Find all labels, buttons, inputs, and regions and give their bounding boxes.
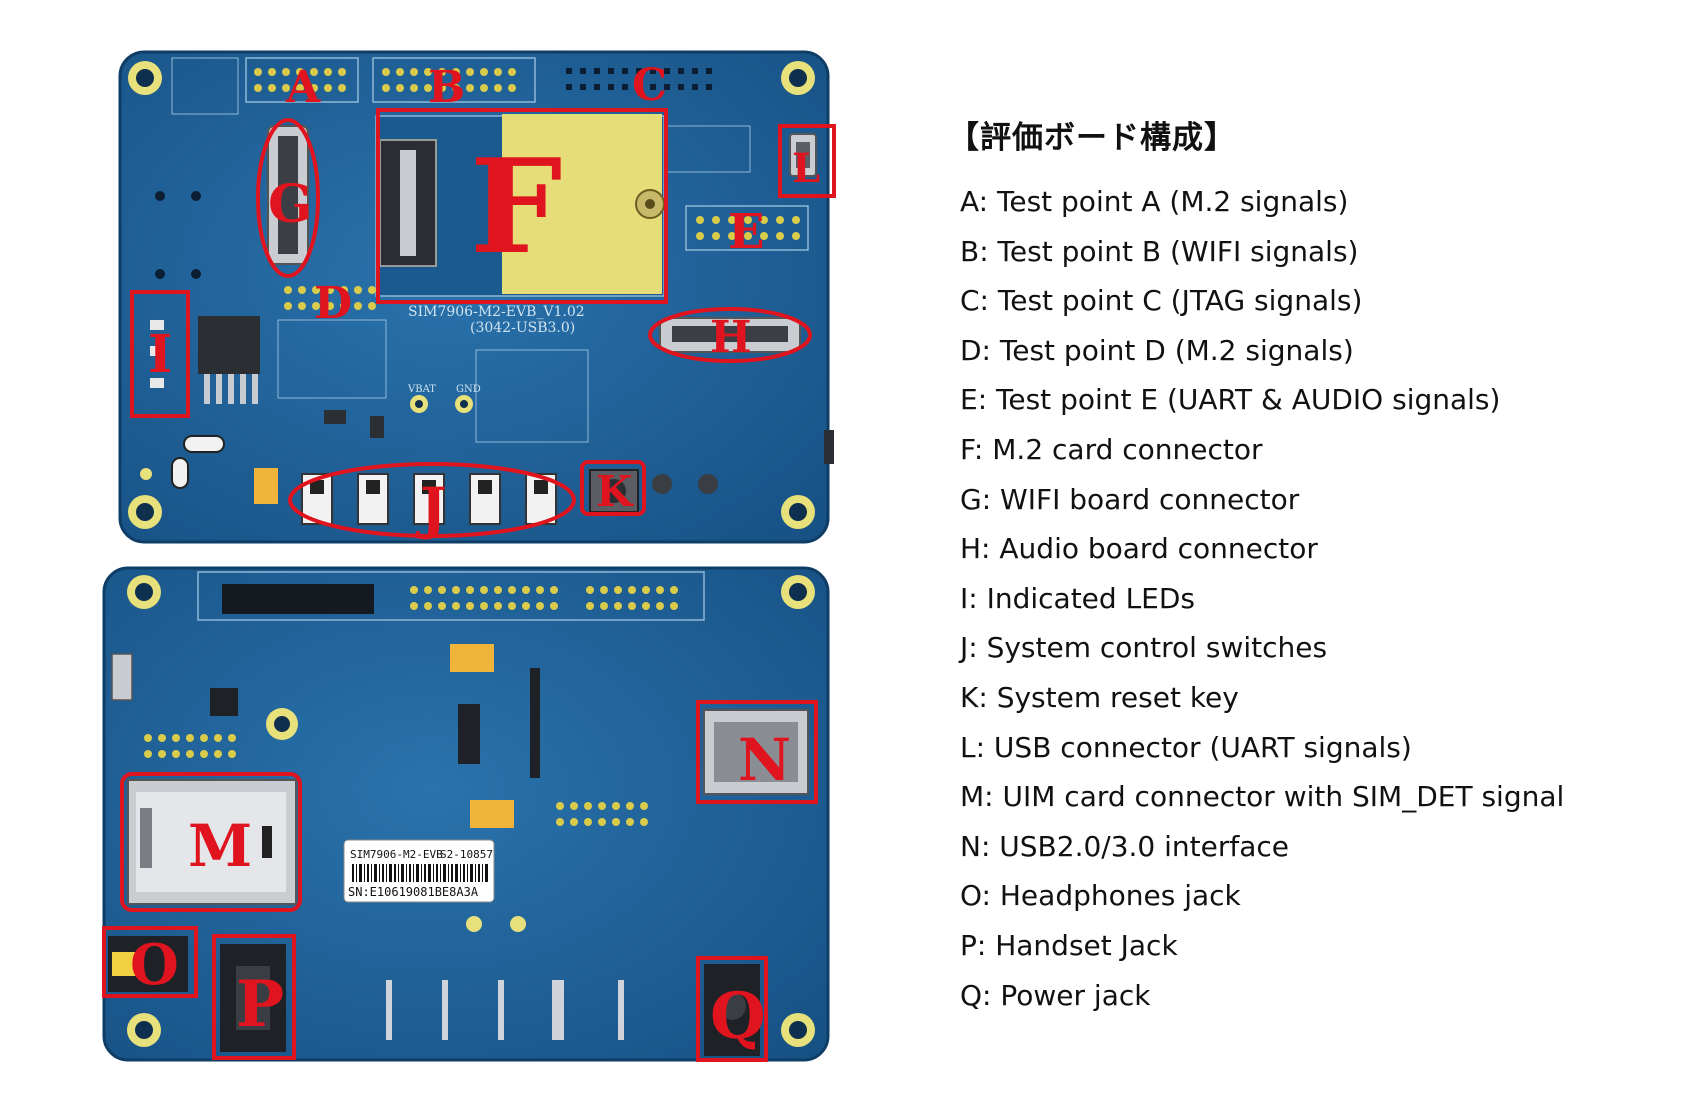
test-point-b-pads [372, 57, 536, 103]
callout-letter-p: P [236, 967, 284, 1042]
evaluation-board-diagram: SIM7906-M2-EVB_V1.02 (3042-USB3.0) VBAT … [102, 50, 836, 1062]
top-callout-boxes [130, 108, 836, 538]
legend-item-f: F: M.2 card connector [960, 432, 1263, 466]
top-silkscreen-sub: (3042-USB3.0) [470, 320, 575, 336]
test-point-c-pads [566, 68, 712, 90]
top-misc-components [140, 191, 834, 504]
legend-title: 【評価ボード構成】 [948, 120, 1236, 156]
callout-letter-c: C [632, 60, 667, 111]
legend-item-i: I: Indicated LEDs [960, 581, 1196, 615]
m2-card-connector [375, 114, 665, 297]
callout-letter-l: L [792, 145, 820, 192]
callout-letter-j: J [415, 476, 447, 542]
usb-uart-connector [789, 133, 817, 177]
callout-letter-k: K [596, 467, 634, 516]
callout-letter-f: F [470, 130, 562, 283]
component-legend: 【評価ボード構成】 A: Test point A (M.2 signals) … [948, 112, 1660, 1020]
test-point-d-pads [284, 286, 376, 310]
callout-box-f [376, 108, 668, 304]
callout-letter-b: B [428, 62, 465, 113]
callout-letter-o: O [130, 932, 179, 998]
callout-letter-m: M [188, 812, 252, 880]
legend-item-j: J: System control switches [960, 631, 1328, 665]
callout-letter-n: N [738, 726, 791, 794]
legend-item-n: N: USB2.0/3.0 interface [960, 829, 1290, 863]
callout-letter-g: G [268, 174, 312, 235]
handset-jack [220, 944, 286, 1052]
headphones-jack [108, 936, 188, 992]
legend-item-d: D: Test point D (M.2 signals) [960, 333, 1354, 367]
gnd-label: GND [456, 384, 481, 395]
vbat-label: VBAT [407, 384, 436, 395]
legend-item-k: K: System reset key [960, 680, 1239, 714]
top-mounting-holes [128, 61, 815, 529]
callout-box-n [696, 700, 818, 804]
usb-interface-connector [703, 709, 809, 795]
legend-item-g: G: WIFI board connector [960, 482, 1300, 516]
wifi-board-connector [267, 125, 309, 265]
callout-box-o [102, 926, 198, 998]
bottom-callout-boxes [102, 700, 818, 1062]
bottom-misc-components [111, 644, 648, 1040]
legend-item-o: O: Headphones jack [960, 879, 1241, 913]
callout-box-m [120, 772, 302, 912]
serial-barcode-label: SIM7906-M2-EVB S2-10857 SN:E10619081BE8A… [343, 839, 495, 903]
callout-letter-h: H [710, 312, 752, 363]
legend-item-b: B: Test point B (WIFI signals) [960, 234, 1359, 268]
callout-box-k [580, 460, 646, 516]
callout-letter-i: I [148, 324, 172, 385]
callout-box-q [696, 956, 768, 1062]
callout-box-i [130, 290, 190, 418]
callout-box-p [212, 934, 296, 1060]
callout-letter-e: E [728, 204, 765, 260]
callout-box-l [778, 124, 836, 198]
label-model: SIM7906-M2-EVB [350, 848, 443, 861]
callout-box-g [256, 118, 320, 278]
vbat-gnd-test-pads [410, 395, 473, 413]
system-reset-key [589, 469, 639, 513]
bottom-header-strip [197, 571, 705, 621]
label-serial: SN:E10619081BE8A3A [348, 885, 479, 899]
bottom-board: SIM7906-M2-EVB S2-10857 SN:E10619081BE8A… [102, 566, 830, 1062]
legend-item-c: C: Test point C (JTAG signals) [960, 284, 1363, 318]
legend-item-p: P: Handset Jack [960, 928, 1178, 962]
legend-item-a: A: Test point A (M.2 signals) [960, 185, 1349, 218]
callout-letter-d: D [314, 278, 352, 329]
power-jack [704, 964, 760, 1056]
callout-letter-q: Q [710, 979, 766, 1054]
audio-board-connector [659, 317, 801, 353]
callout-box-j [288, 462, 576, 538]
voltage-regulator [198, 316, 260, 404]
label-code: S2-10857 [440, 848, 493, 861]
top-silkscreen-blocks [171, 57, 751, 443]
indicator-leds [150, 320, 164, 388]
bottom-mounting-holes [127, 575, 815, 1047]
legend-item-h: H: Audio board connector [960, 532, 1318, 566]
top-board: SIM7906-M2-EVB_V1.02 (3042-USB3.0) VBAT … [118, 50, 836, 544]
top-silkscreen-model: SIM7906-M2-EVB_V1.02 [408, 304, 585, 320]
test-point-e-pads [685, 205, 809, 251]
legend-item-l: L: USB connector (UART signals) [960, 730, 1412, 764]
callout-letter-a: A [285, 62, 321, 113]
uim-card-connector [127, 779, 297, 905]
callout-box-h [648, 307, 812, 363]
test-point-a-pads [245, 57, 359, 103]
legend-item-q: Q: Power jack [960, 978, 1151, 1012]
legend-item-e: E: Test point E (UART & AUDIO signals) [960, 383, 1501, 417]
legend-item-m: M: UIM card connector with SIM_DET signa… [960, 780, 1565, 814]
